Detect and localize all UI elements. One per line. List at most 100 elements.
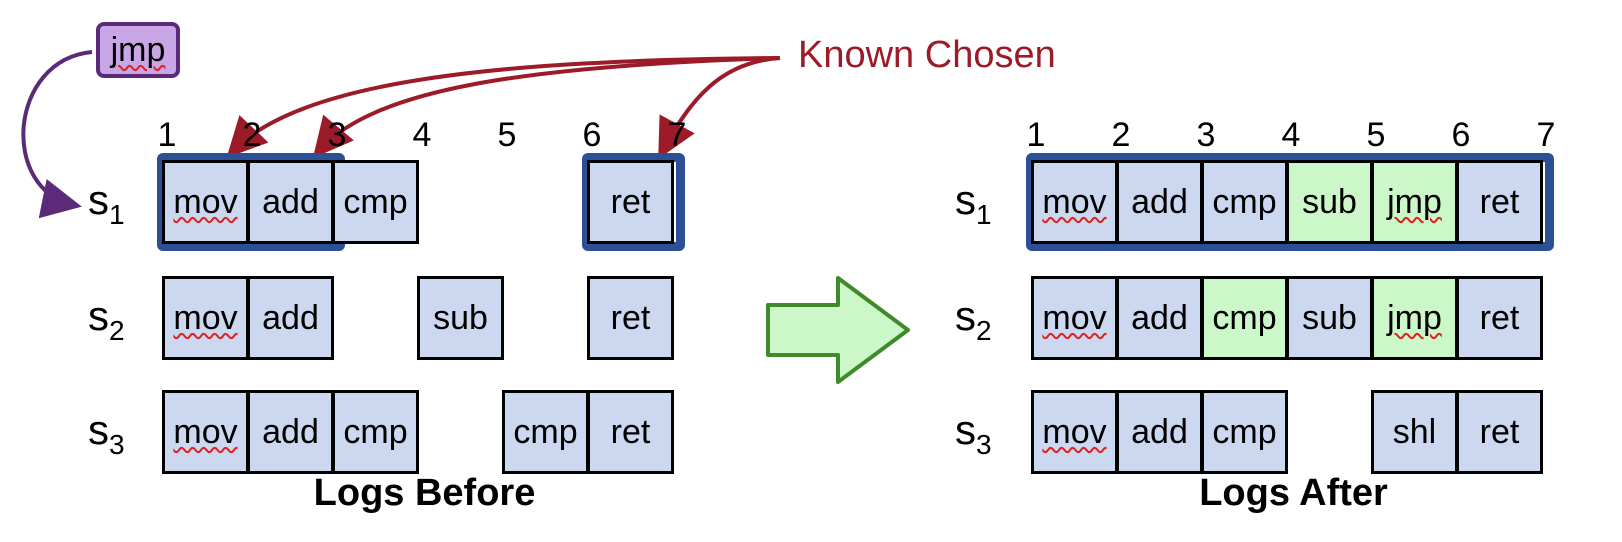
log-entry-text: mov (1042, 182, 1107, 221)
log-entry-cell: sub (1286, 276, 1373, 360)
row-label-base: s (88, 176, 109, 223)
column-number: 5 (497, 116, 517, 154)
row-label-base: s (955, 176, 976, 223)
log-entry-cell: add (1116, 160, 1203, 244)
jmp-to-s1-arrow (21, 50, 93, 219)
log-entry-cell: add (1116, 390, 1203, 474)
row-label-subscript: 2 (109, 315, 125, 346)
log-entry-cell: mov (162, 390, 249, 474)
log-entry-cell: jmp (1371, 276, 1458, 360)
log-entry-cell: cmp (1201, 276, 1288, 360)
known-chosen-label: Known Chosen (798, 34, 1056, 76)
server-row-label: s2 (88, 292, 125, 355)
log-entry-cell: ret (1456, 390, 1543, 474)
log-entry-text: add (262, 298, 319, 337)
server-row-label: s1 (88, 176, 125, 239)
server-row-label: s1 (955, 176, 992, 239)
known-chosen-highlight (1026, 153, 1554, 251)
log-entry-text: add (262, 412, 319, 451)
log-entry-text: cmp (1212, 182, 1277, 221)
jmp-instruction-badge: jmp (96, 22, 180, 78)
jmp-badge-label: jmp (110, 30, 166, 69)
log-entry-text: add (1131, 298, 1188, 337)
log-entry-cell: ret (587, 390, 674, 474)
row-label-base: s (88, 406, 109, 453)
log-entry-text: add (1131, 182, 1188, 221)
column-number: 3 (327, 116, 347, 154)
log-entry-text: sub (1302, 182, 1357, 221)
known-chosen-arrow-col1 (226, 56, 781, 158)
column-number: 6 (1451, 116, 1471, 154)
row-label-base: s (955, 292, 976, 339)
column-number: 4 (412, 116, 432, 154)
panel-title: Logs Before (313, 472, 536, 514)
known-chosen-arrow-col6 (658, 56, 781, 160)
log-entry-text: add (1131, 412, 1188, 451)
log-entry-cell: sub (417, 276, 504, 360)
log-entry-cell: ret (1456, 276, 1543, 360)
log-entry-cell: mov (1031, 276, 1118, 360)
log-entry-cell: add (247, 160, 334, 244)
log-entry-cell: jmp (1371, 160, 1458, 244)
log-entry-cell: sub (1286, 160, 1373, 244)
column-number: 7 (1536, 116, 1556, 154)
column-number: 5 (1366, 116, 1386, 154)
column-number: 4 (1281, 116, 1301, 154)
column-number: 2 (1111, 116, 1131, 154)
row-label-subscript: 2 (976, 315, 992, 346)
log-entry-cell: cmp (1201, 390, 1288, 474)
log-entry-text: add (262, 182, 319, 221)
known-chosen-arrow-col2 (312, 56, 781, 159)
row-label-base: s (88, 292, 109, 339)
log-entry-text: mov (1042, 412, 1107, 451)
log-entry-text: cmp (343, 412, 408, 451)
log-entry-text: mov (173, 182, 238, 221)
log-entry-text: ret (610, 412, 651, 451)
log-entry-cell: mov (162, 160, 249, 244)
log-entry-text: mov (1042, 298, 1107, 337)
log-entry-text: jmp (1387, 182, 1442, 221)
log-entry-text: ret (1479, 412, 1520, 451)
log-entry-text: ret (610, 182, 651, 221)
log-entry-text: ret (610, 298, 651, 337)
row-label-subscript: 3 (109, 429, 125, 460)
column-number: 7 (667, 116, 687, 154)
log-entry-cell: ret (1456, 160, 1543, 244)
log-entry-cell: add (247, 390, 334, 474)
server-row-label: s3 (955, 406, 992, 469)
log-entry-cell: mov (162, 276, 249, 360)
column-number: 1 (157, 116, 177, 154)
log-entry-cell: add (247, 276, 334, 360)
log-entry-cell: ret (587, 276, 674, 360)
log-entry-cell: cmp (502, 390, 589, 474)
log-entry-text: cmp (513, 412, 578, 451)
server-row-label: s2 (955, 292, 992, 355)
log-entry-text: sub (1302, 298, 1357, 337)
column-number: 2 (242, 116, 262, 154)
column-number: 3 (1196, 116, 1216, 154)
log-entry-cell: mov (1031, 390, 1118, 474)
log-entry-text: mov (173, 412, 238, 451)
log-entry-cell: ret (587, 160, 674, 244)
log-entry-cell: shl (1371, 390, 1458, 474)
panel-title: Logs After (1199, 472, 1388, 514)
log-entry-text: cmp (343, 182, 408, 221)
log-entry-text: mov (173, 298, 238, 337)
log-entry-text: cmp (1212, 298, 1277, 337)
log-entry-cell: cmp (332, 390, 419, 474)
column-number: 1 (1026, 116, 1046, 154)
log-entry-text: shl (1392, 412, 1437, 451)
log-entry-text: cmp (1212, 412, 1277, 451)
log-entry-cell: add (1116, 276, 1203, 360)
row-label-subscript: 3 (976, 429, 992, 460)
row-label-subscript: 1 (109, 199, 125, 230)
log-entry-cell: cmp (332, 160, 419, 244)
log-entry-text: ret (1479, 182, 1520, 221)
row-label-subscript: 1 (976, 199, 992, 230)
column-number: 6 (582, 116, 602, 154)
log-entry-cell: cmp (1201, 160, 1288, 244)
log-entry-text: ret (1479, 298, 1520, 337)
log-entry-text: sub (433, 298, 488, 337)
